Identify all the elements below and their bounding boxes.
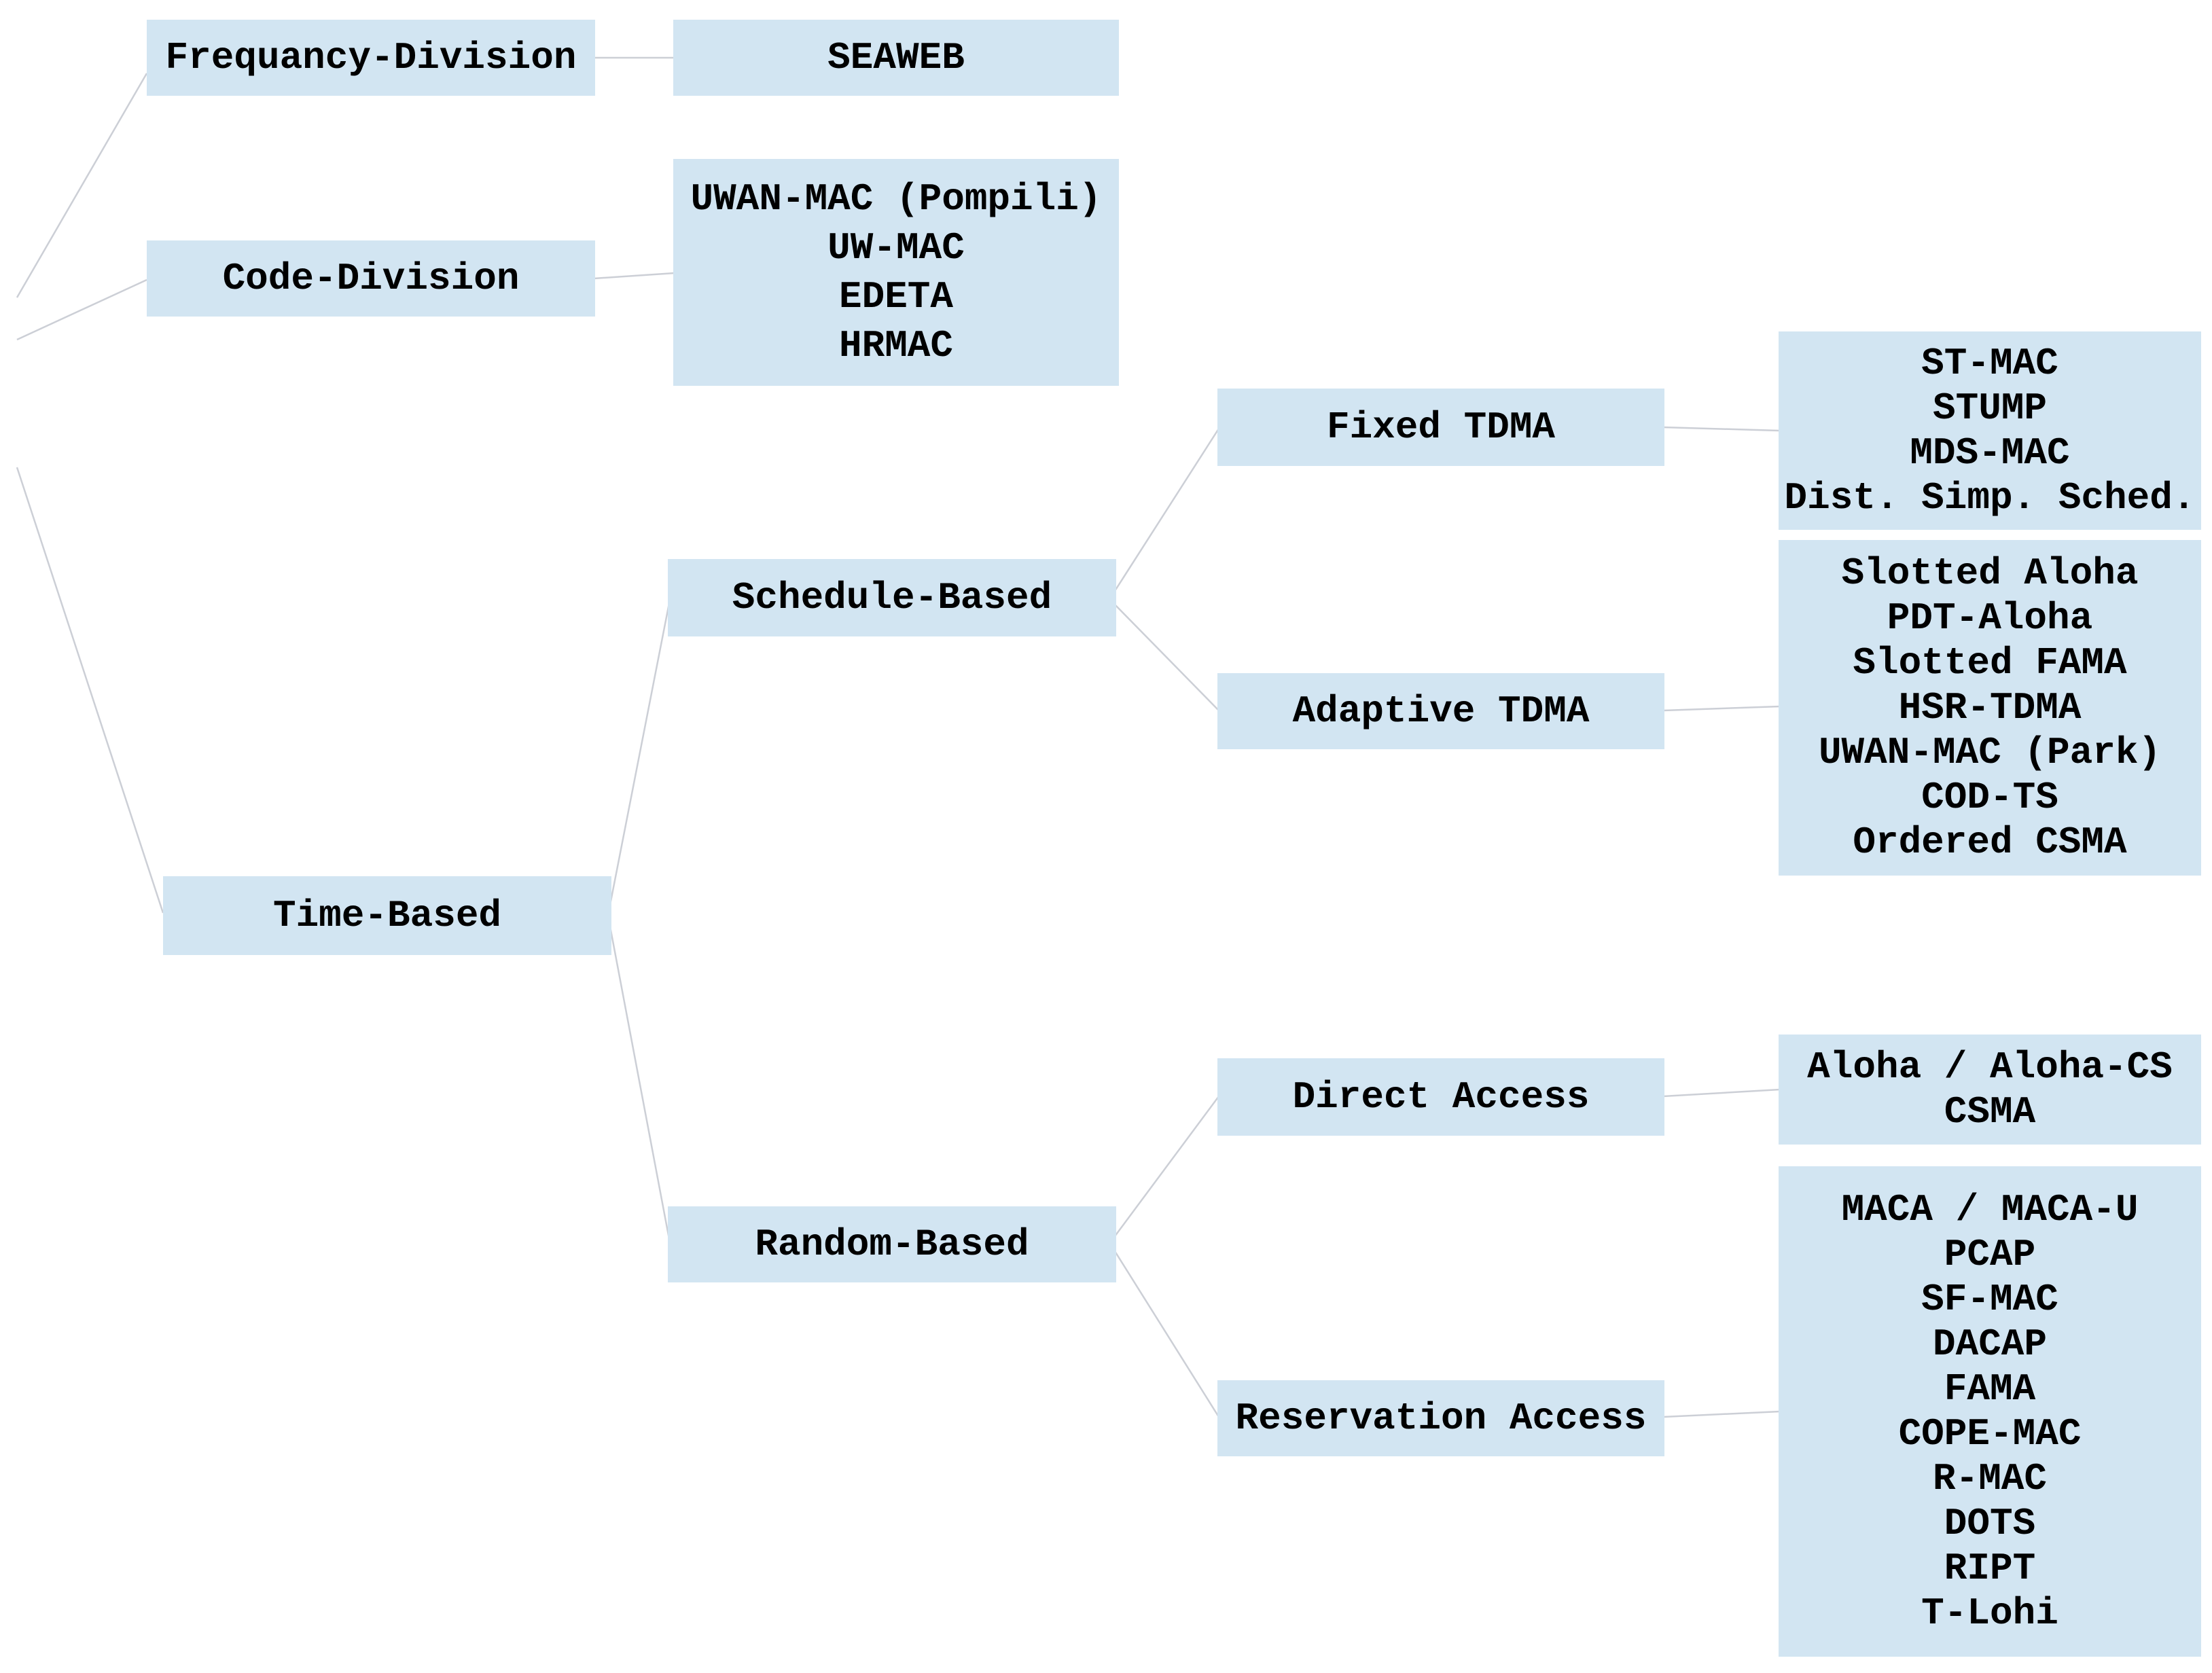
node-fixed-tdma-protocols: ST-MAC STUMP MDS-MAC Dist. Simp. Sched.	[1779, 331, 2201, 530]
protocol-item: Aloha / Aloha-CS	[1807, 1045, 2173, 1089]
edge-adaptive-children	[1662, 705, 1781, 712]
protocol-item: HRMAC	[838, 324, 954, 367]
protocol-item: UWAN-MAC (Park)	[1818, 731, 2162, 774]
edge-fixed-children	[1662, 426, 1781, 432]
node-schedule-based: Schedule-Based	[668, 559, 1116, 636]
node-direct-access-protocols: Aloha / Aloha-CS CSMA	[1779, 1035, 2201, 1145]
protocol-item: SEAWEB	[827, 36, 965, 79]
protocol-item: Slotted Aloha	[1841, 552, 2139, 595]
protocol-item: ST-MAC	[1921, 342, 2058, 385]
edge-root-code-division	[16, 278, 147, 341]
node-reservation-access-protocols: MACA / MACA-U PCAP SF-MAC DACAP FAMA COP…	[1779, 1166, 2201, 1657]
protocol-item: SF-MAC	[1921, 1278, 2058, 1321]
protocol-item: R-MAC	[1932, 1457, 2048, 1500]
node-label: Random-Based	[755, 1223, 1029, 1266]
protocol-item: T-Lohi	[1921, 1591, 2058, 1635]
protocol-item: COPE-MAC	[1898, 1412, 2082, 1456]
node-label: Fixed TDMA	[1326, 406, 1556, 449]
protocol-item: DOTS	[1944, 1502, 2036, 1545]
edge-time-random	[609, 926, 671, 1240]
node-label: Direct Access	[1292, 1075, 1590, 1119]
protocol-item: UWAN-MAC (Pompili)	[690, 177, 1102, 221]
node-code-division-protocols: UWAN-MAC (Pompili) UW-MAC EDETA HRMAC	[673, 159, 1119, 386]
node-label: Code-Division	[222, 257, 520, 300]
protocol-item: UW-MAC	[827, 226, 965, 270]
node-label: Reservation Access	[1235, 1397, 1647, 1440]
node-label: Time-Based	[272, 894, 502, 937]
edge-schedule-fixed	[1113, 428, 1220, 592]
edge-reservation-children	[1662, 1410, 1781, 1418]
node-label: Adaptive TDMA	[1292, 689, 1590, 733]
node-reservation-access: Reservation Access	[1217, 1380, 1664, 1456]
edge-code-children	[593, 272, 675, 280]
edge-root-frequency-division	[16, 73, 148, 298]
protocol-item: CSMA	[1944, 1090, 2036, 1134]
node-direct-access: Direct Access	[1217, 1058, 1664, 1136]
edge-schedule-adaptive	[1114, 604, 1219, 711]
edge-random-direct	[1113, 1096, 1220, 1237]
protocol-item: Slotted FAMA	[1853, 641, 2127, 685]
protocol-item: COD-TS	[1921, 776, 2058, 819]
node-label: Frequancy-Division	[165, 36, 577, 79]
protocol-item: DACAP	[1932, 1323, 2048, 1366]
protocol-item: FAMA	[1944, 1367, 2036, 1411]
protocol-item: Ordered CSMA	[1853, 821, 2127, 864]
protocol-item: MDS-MAC	[1910, 431, 2070, 475]
node-time-based: Time-Based	[163, 876, 611, 955]
edge-random-reservation	[1113, 1251, 1220, 1418]
protocol-item: MACA / MACA-U	[1841, 1188, 2139, 1231]
node-seaweb-group: SEAWEB	[673, 20, 1119, 96]
node-label: Schedule-Based	[732, 576, 1052, 619]
protocol-item: PCAP	[1944, 1233, 2036, 1276]
edge-root-time-based	[16, 467, 164, 914]
protocol-item: STUMP	[1932, 386, 2048, 430]
node-random-based: Random-Based	[668, 1206, 1116, 1282]
node-adaptive-tdma: Adaptive TDMA	[1217, 673, 1664, 749]
node-code-division: Code-Division	[147, 240, 595, 317]
edge-time-schedule	[609, 602, 671, 905]
edge-direct-children	[1662, 1088, 1781, 1098]
protocol-item: HSR-TDMA	[1898, 686, 2082, 730]
protocol-item: Dist. Simp. Sched.	[1784, 476, 2196, 520]
protocol-item: EDETA	[838, 275, 954, 319]
node-frequency-division: Frequancy-Division	[147, 20, 595, 96]
protocol-item: PDT-Aloha	[1887, 596, 2093, 640]
node-adaptive-tdma-protocols: Slotted Aloha PDT-Aloha Slotted FAMA HSR…	[1779, 540, 2201, 876]
node-fixed-tdma: Fixed TDMA	[1217, 389, 1664, 466]
protocol-item: RIPT	[1944, 1547, 2036, 1590]
